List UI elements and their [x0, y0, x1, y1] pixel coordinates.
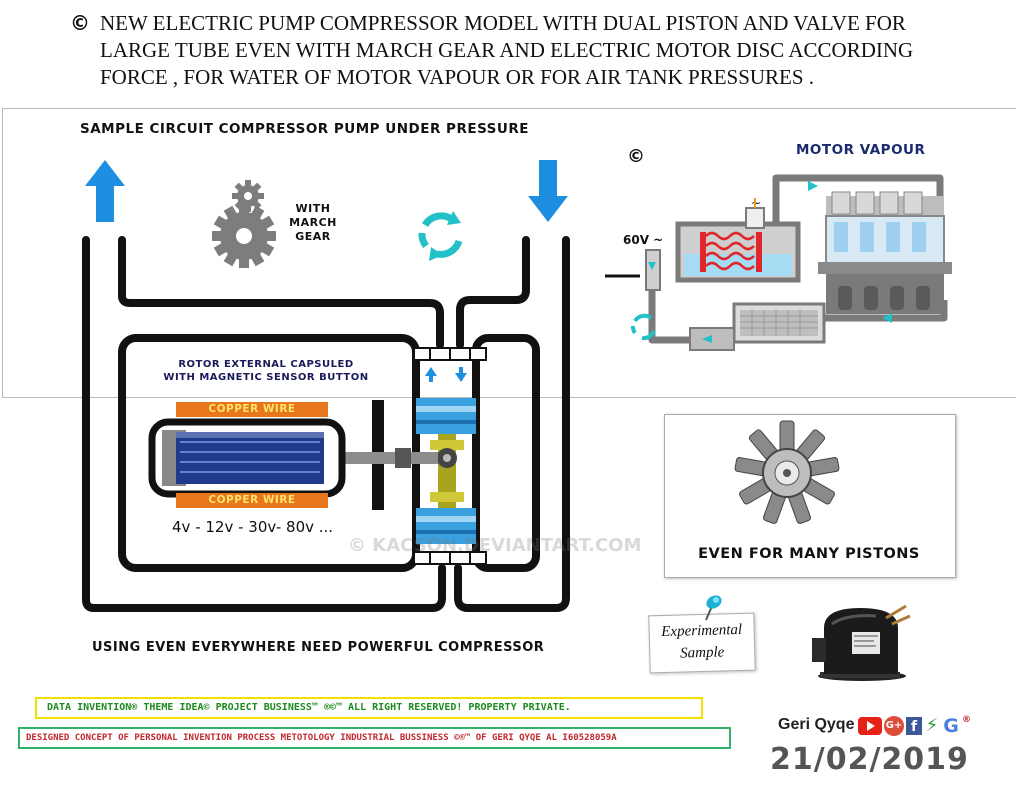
many-pistons-card [664, 414, 956, 578]
footer-concept-line: DESIGNED CONCEPT OF PERSONAL INVENTION P… [18, 727, 731, 749]
watermark: © KACSON.DEVIANTART.COM [348, 535, 642, 556]
inlet-arrow-down-icon [528, 160, 568, 222]
lightning-icon[interactable]: ⚡ [925, 715, 939, 736]
compressor-circuit-diagram [82, 160, 570, 612]
cylinder-bottom [416, 508, 476, 544]
facebook-icon[interactable]: f [906, 717, 922, 735]
radiator-unit [732, 302, 826, 344]
youtube-icon[interactable] [858, 717, 882, 735]
voltage-range: 4v - 12v - 30v- 80v ... [172, 518, 334, 536]
top-valve [413, 347, 487, 361]
boiler-unit [675, 198, 801, 283]
copyright-icon: © [70, 11, 90, 35]
date-stamp: 21/02/2019 [770, 742, 969, 777]
piston-engine-block [818, 191, 952, 314]
diagram-frame [2, 108, 1016, 398]
flow-down-icon [455, 367, 467, 382]
copper-wire-bottom [176, 493, 328, 508]
fridge-compressor-image [812, 604, 911, 681]
vapour-copyright-icon: © [627, 146, 645, 167]
vapour-recycle-icon [631, 313, 656, 341]
many-pistons-caption: EVEN FOR MANY PISTONS [698, 546, 920, 562]
rotor-capsule [148, 418, 346, 498]
author-name: Geri Qyqe [778, 716, 855, 733]
registered-mark: ® [962, 715, 971, 725]
march-gear-icon [212, 180, 276, 268]
flow-up-icon [425, 367, 437, 382]
note-line-2: Sample [679, 644, 725, 662]
march-gear-label: WITH MARCH GEAR [289, 202, 337, 243]
circuit-title: SAMPLE CIRCUIT COMPRESSOR PUMP UNDER PRE… [80, 121, 529, 137]
dual-piston [430, 434, 464, 508]
outlet-arrow-up-icon [85, 160, 125, 222]
social-icons: G+ f ⚡ G ® [858, 715, 971, 737]
footer-rights-line: DATA INVENTION® THEME IDEA© PROJECT BUSI… [35, 697, 703, 719]
bottom-valve [413, 551, 487, 565]
copper-wire-top-label: COPPER WIRE [208, 403, 296, 415]
radial-engine-image [734, 420, 840, 524]
copper-wire-top [176, 402, 328, 417]
motor-vapour-diagram [605, 174, 952, 351]
push-pin-icon [705, 595, 722, 621]
google-plus-icon[interactable]: G+ [884, 716, 904, 736]
google-icon[interactable]: G [943, 715, 959, 737]
headline-text: NEW ELECTRIC PUMP COMPRESSOR MODEL WITH … [100, 11, 914, 89]
copper-wire-bottom-label: COPPER WIRE [208, 494, 296, 506]
recycle-icon [418, 211, 463, 261]
motor-vapour-title: MOTOR VAPOUR [796, 142, 926, 158]
bottom-caption: USING EVEN EVERYWHERE NEED POWERFUL COMP… [92, 640, 545, 655]
vapour-tilde-label: ~ [751, 196, 762, 210]
side-chamber [472, 334, 540, 572]
pipe-loop [82, 236, 570, 612]
cylinder-top [416, 398, 476, 434]
rotor-label: ROTOR EXTERNAL CAPSULED WITH MAGNETIC SE… [163, 359, 369, 383]
vapour-voltage-label: 60V ~ [623, 233, 664, 247]
